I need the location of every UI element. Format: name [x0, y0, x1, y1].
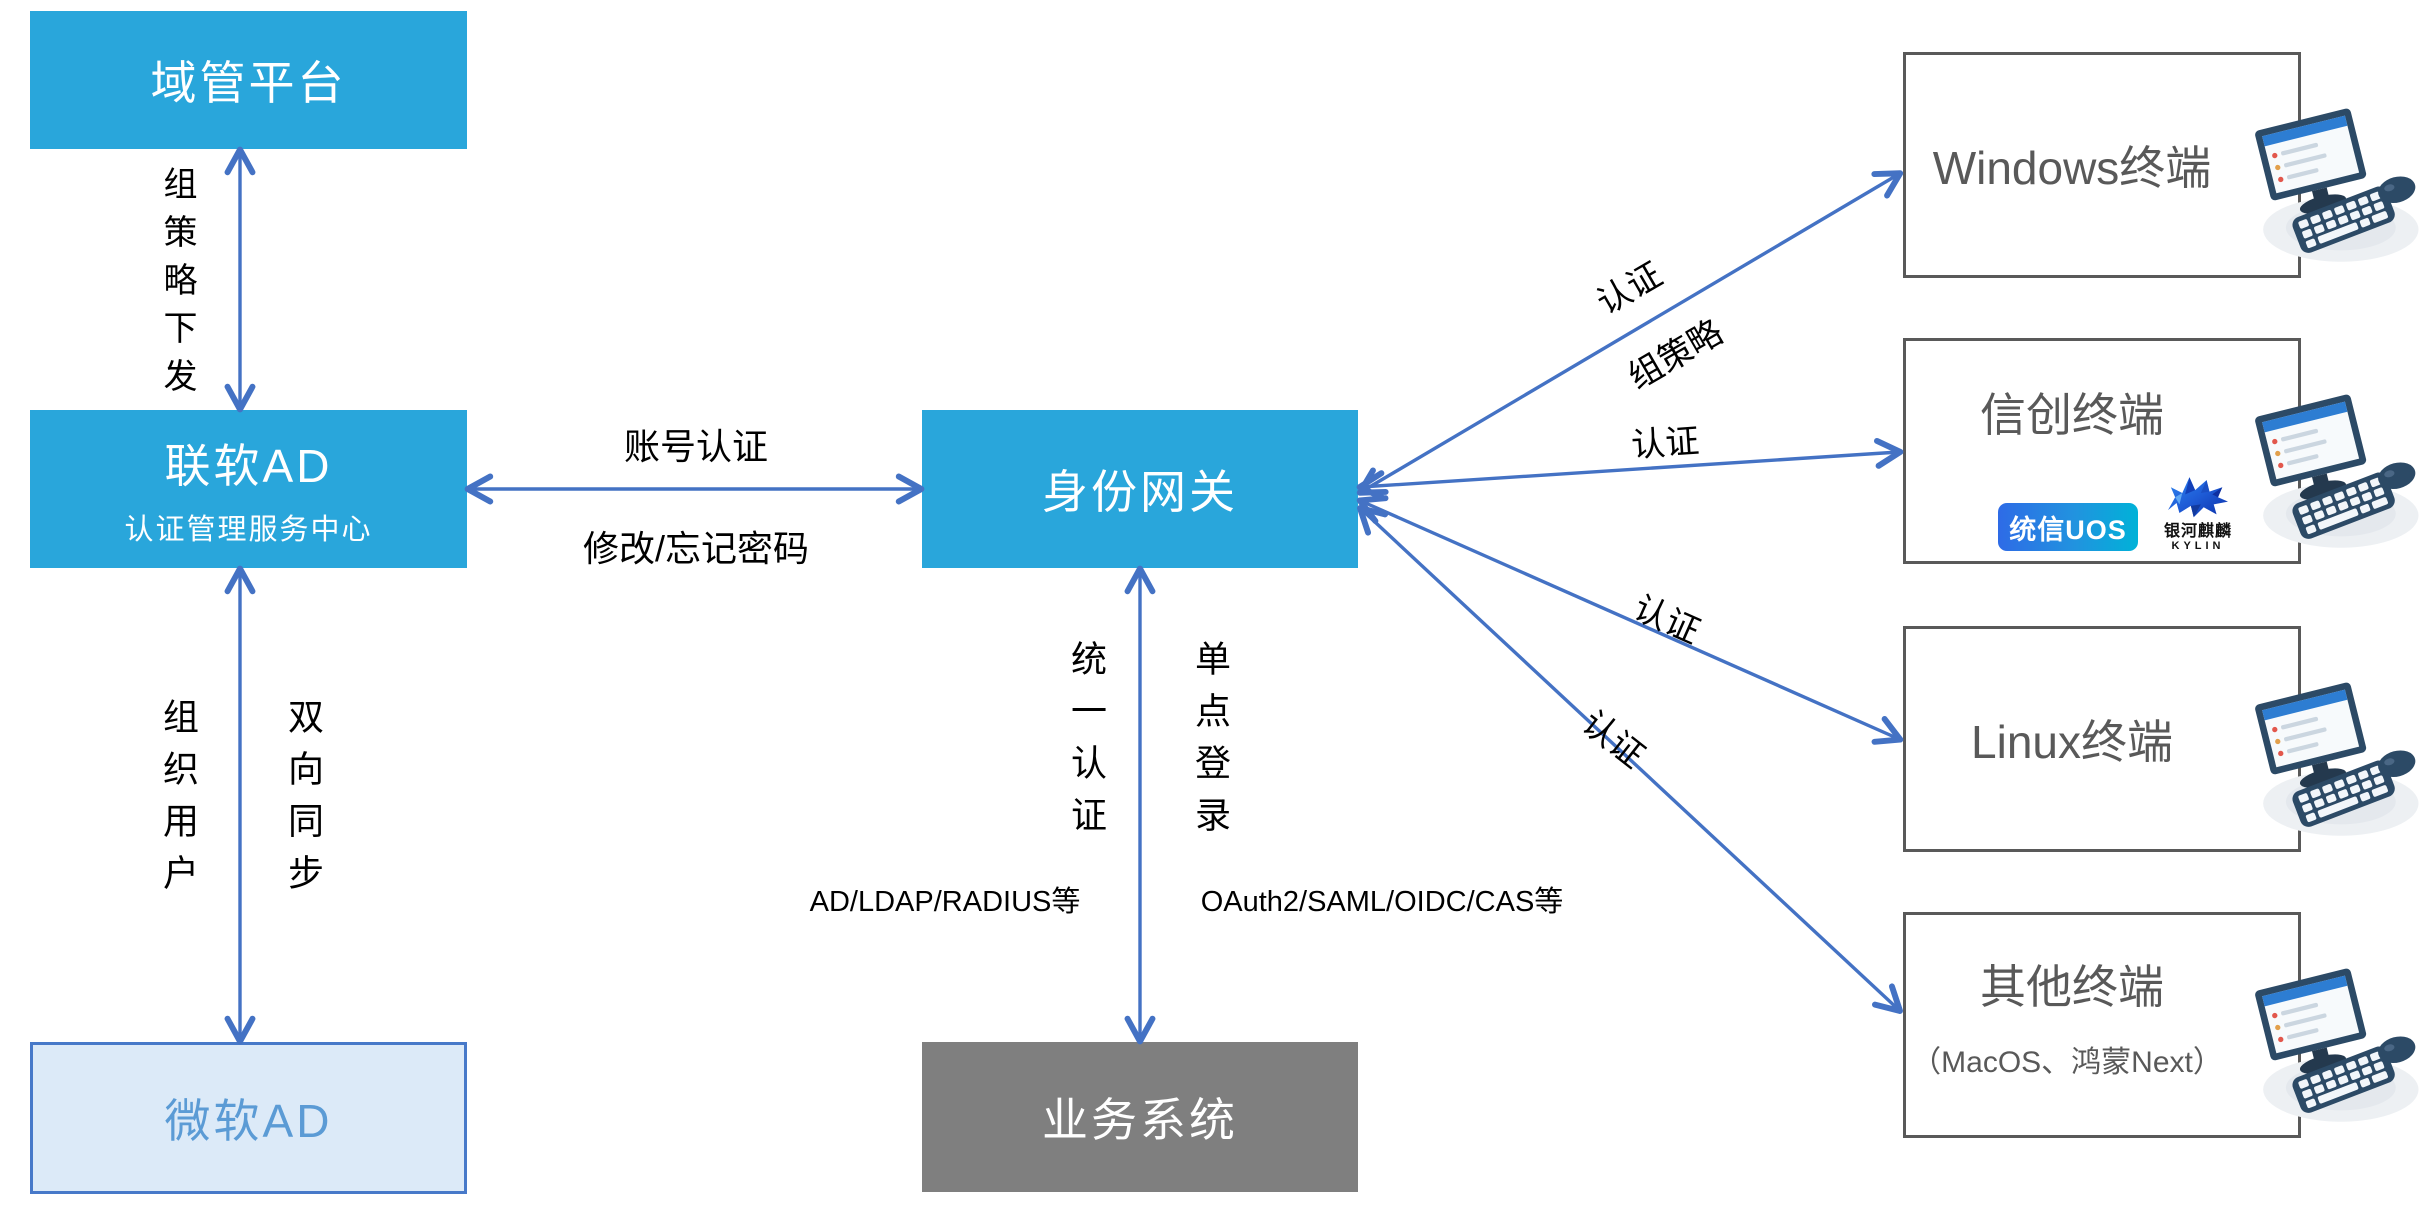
node-terminal-linux: Linux终端: [1903, 626, 2301, 852]
node-terminal-windows: Windows终端: [1903, 52, 2301, 278]
edge-label-bidirectional-sync: 双向同步: [283, 698, 324, 906]
edge-gateway-windows: [1356, 170, 1904, 496]
business-system-label: 业务系统: [1042, 1094, 1238, 1146]
node-identity-gateway: 身份网关: [922, 410, 1358, 568]
node-terminal-xinchuang: 信创终端 统信UOS 银河麒麟 KYLI: [1903, 338, 2301, 564]
kylin-logo-en: KYLIN: [2171, 540, 2225, 552]
workstation-icon: [2248, 960, 2428, 1130]
kylin-logo: 银河麒麟 KYLIN: [2146, 473, 2250, 553]
node-business-system: 业务系统: [922, 1042, 1358, 1192]
edge-label-auth-xinchuang: 认证: [1630, 422, 1701, 465]
workstation-icon: [2248, 386, 2428, 556]
kylin-logo-glyph: [2168, 477, 2228, 518]
domain-platform-label: 域管平台: [150, 57, 347, 109]
edge-gateway-xinchuang: [1356, 437, 1904, 502]
uos-logo-text: 统信UOS: [2009, 514, 2127, 545]
uos-logo: 统信UOS: [1998, 503, 2138, 551]
node-leagsoft-ad: 联软AD 认证管理服务中心: [30, 410, 467, 568]
node-domain-platform: 域管平台: [30, 11, 467, 149]
edge-label-group-policy-push: 组策略下发: [158, 166, 196, 406]
kylin-logo-cn: 银河麒麟: [2163, 523, 2232, 540]
edge-label-auth-windows: 认证: [1590, 255, 1669, 323]
microsoft-ad-label: 微软AD: [164, 1095, 333, 1147]
terminal-other-title: 其他终端: [1980, 961, 2164, 1013]
edge-label-modify-forgot-password: 修改/忘记密码: [582, 528, 810, 569]
leagsoft-ad-title: 联软AD: [164, 440, 333, 492]
edge-label-unified-auth: 统一认证: [1066, 640, 1107, 848]
edge-label-sso: 单点登录: [1190, 640, 1231, 848]
edge-label-sso-protocols: OAuth2/SAML/OIDC/CAS等: [1200, 886, 1564, 918]
edge-label-account-auth: 账号认证: [623, 426, 769, 467]
workstation-icon: [2248, 674, 2428, 844]
node-microsoft-ad: 微软AD: [30, 1042, 467, 1194]
leagsoft-ad-subtitle: 认证管理服务中心: [124, 514, 373, 546]
node-terminal-other: 其他终端 （MacOS、鸿蒙Next）: [1903, 912, 2301, 1138]
edge-label-unified-auth-protocols: AD/LDAP/RADIUS等: [809, 886, 1081, 918]
terminal-linux-title: Linux终端: [1971, 716, 2173, 768]
edge-label-auth-linux: 认证: [1627, 589, 1706, 652]
edge-label-org-users: 组织用户: [158, 698, 199, 906]
edge-label-group-policy: 组策略: [1622, 313, 1730, 397]
edge-label-auth-other: 认证: [1574, 703, 1652, 776]
terminal-other-subtitle: （MacOS、鸿蒙Next）: [1911, 1046, 2223, 1079]
workstation-icon: [2248, 100, 2428, 270]
terminal-xinchuang-title: 信创终端: [1980, 389, 2164, 441]
terminal-windows-title: Windows终端: [1932, 142, 2212, 194]
identity-gateway-label: 身份网关: [1042, 466, 1238, 518]
